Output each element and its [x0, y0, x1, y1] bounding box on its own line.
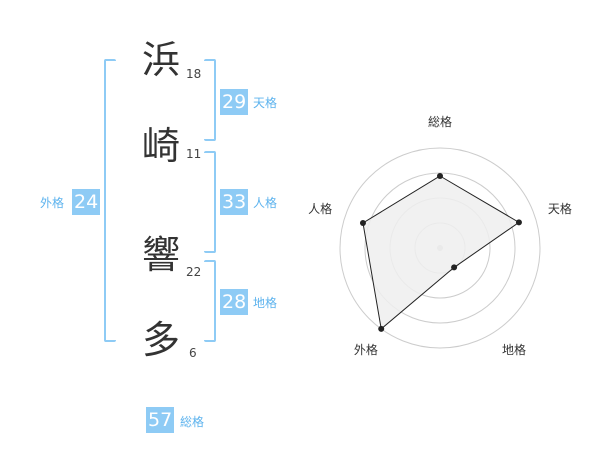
radar-data-polygon [362, 175, 520, 330]
tenkaku-label: 天格 [253, 96, 278, 110]
name-char-4: 多 [142, 318, 181, 362]
name-char-3: 響 [142, 233, 181, 277]
gaikaku-value-badge: 24 [72, 189, 100, 215]
radar-axis-label-1: 総格 [428, 114, 452, 129]
gaikaku-label: 外格 [40, 196, 65, 210]
radar-ring-4 [339, 147, 541, 349]
soukaku-label: 総格 [180, 415, 205, 429]
chikaku-label: 地格 [253, 296, 278, 310]
radar-axis-label-4: 外格 [354, 342, 378, 357]
chikaku-bracket [204, 260, 216, 342]
radar-axis-label-3: 地格 [502, 342, 526, 357]
chikaku-value-badge: 28 [220, 289, 248, 315]
radar-axis-label-2: 天格 [548, 201, 572, 216]
jinkaku-label: 人格 [253, 196, 278, 210]
radar-point-4 [378, 325, 385, 332]
soukaku-value-badge: 57 [146, 407, 174, 433]
stroke-count-4: 6 [189, 346, 197, 360]
radar-point-2 [515, 219, 522, 226]
radar-axis-label-5: 人格 [308, 201, 332, 216]
name-char-1: 浜 [142, 38, 181, 82]
radar-data-points [359, 173, 522, 332]
tenkaku-value-badge: 29 [220, 89, 248, 115]
stroke-count-1: 18 [186, 67, 202, 81]
radar-point-5 [359, 219, 366, 226]
tenkaku-bracket [204, 59, 216, 141]
radar-point-1 [437, 173, 443, 179]
gaikaku-bracket [104, 59, 116, 342]
stroke-count-2: 11 [186, 147, 202, 161]
radar-point-3 [451, 264, 458, 271]
jinkaku-value-badge: 33 [220, 189, 248, 215]
name-char-2: 崎 [142, 124, 181, 168]
jinkaku-bracket [204, 151, 216, 253]
stroke-count-3: 22 [186, 265, 202, 279]
